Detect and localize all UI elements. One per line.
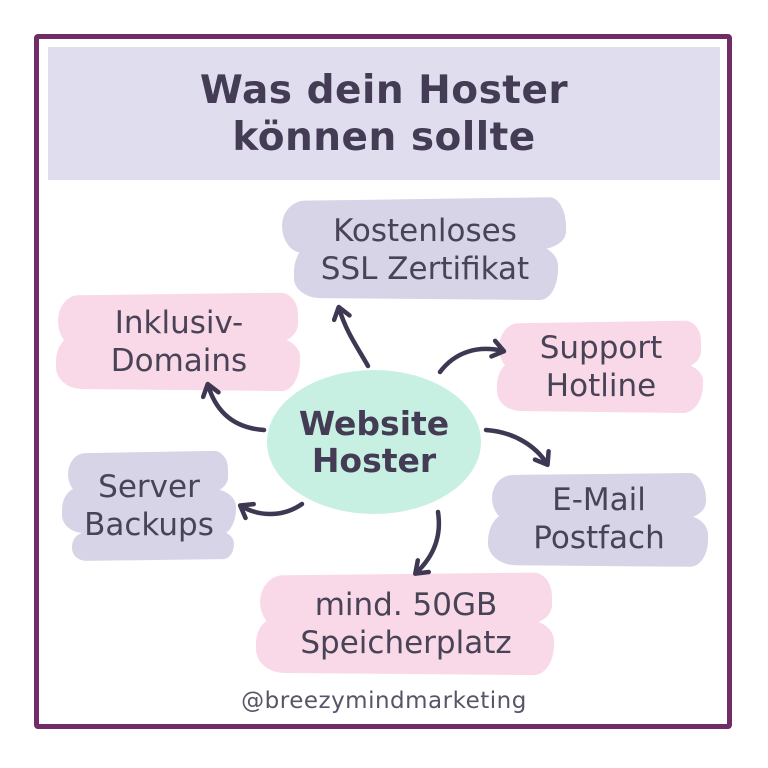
page-title-line2: können sollte <box>232 114 536 160</box>
social-handle: @breezymindmarketing <box>241 688 527 714</box>
branch-label-line: mind. 50GB <box>314 587 498 623</box>
title-banner: Was dein Hoster können sollte <box>48 47 720 180</box>
branch-label-line: Backups <box>84 507 214 543</box>
branch-server: Server Backups <box>60 450 238 562</box>
branch-label-line: Speicherplatz <box>300 625 512 661</box>
center-label-line: Website <box>298 404 450 443</box>
branch-ssl: Kostenloses SSL Zertifikat <box>280 197 570 303</box>
branch-label-line: Hotline <box>545 368 657 404</box>
branch-label-line: Support <box>539 330 663 366</box>
branch-storage: mind. 50GB Speicherplatz <box>255 572 556 676</box>
center-label-line: Hoster <box>311 441 437 480</box>
center-node-website-hoster: Website Hoster <box>267 370 481 514</box>
branch-label-line: Kostenloses <box>333 213 517 249</box>
branch-label-line: Inklusiv- <box>114 305 244 341</box>
branch-label-line: Postfach <box>533 520 665 556</box>
page-title-line1: Was dein Hoster <box>199 67 569 113</box>
hand-drawn-border <box>34 34 732 729</box>
branch-label-line: Domains <box>110 343 248 379</box>
branch-label-line: E-Mail <box>552 482 646 518</box>
branch-label-line: Server <box>98 469 200 505</box>
branch-email: E-Mail Postfach <box>487 472 710 567</box>
branch-label-line: SSL Zertifikat <box>320 251 530 287</box>
branch-domains: Inklusiv- Domains <box>55 292 302 392</box>
branch-support: Support Hotline <box>496 320 705 414</box>
